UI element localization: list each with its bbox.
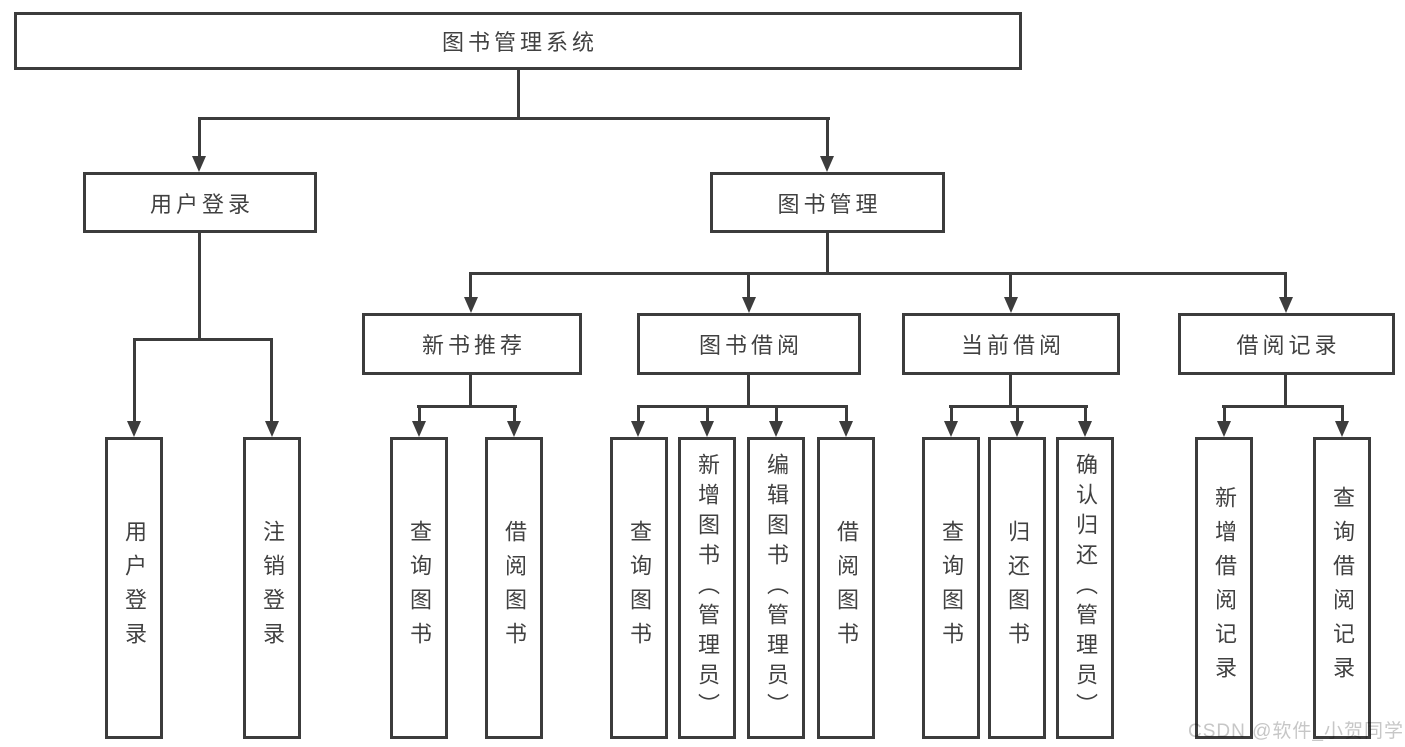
connector-line <box>1016 405 1019 423</box>
connector-line <box>1284 272 1287 300</box>
node-root: 图书管理系统 <box>14 12 1022 70</box>
connector-line <box>1222 405 1344 408</box>
connector-line <box>1084 405 1087 423</box>
csdn-watermark: CSDN @软件_小贺同学 <box>1188 721 1404 742</box>
arrow-down-icon <box>1010 421 1024 437</box>
arrow-down-icon <box>631 421 645 437</box>
leaf-add-borrow-record: 新增借阅记录 <box>1195 437 1253 739</box>
connector-line <box>1009 272 1012 300</box>
node-current-borrow-label: 当前借阅 <box>960 333 1065 358</box>
connector-line <box>747 375 750 408</box>
leaf-add-borrow-record-label: 新增借阅记录 <box>1212 486 1237 690</box>
arrow-down-icon <box>507 421 521 437</box>
arrow-down-icon <box>192 156 206 172</box>
connector-line <box>1223 405 1226 423</box>
connector-line <box>637 405 848 408</box>
connector-line <box>747 272 750 300</box>
leaf-borrow-book: 借阅图书 <box>817 437 875 739</box>
leaf-edit-book-admin: 编辑图书（管理员） <box>747 437 805 739</box>
node-new-book-rec-label: 新书推荐 <box>421 333 526 358</box>
connector-line <box>517 70 520 120</box>
leaf-user-login-label: 用户登录 <box>122 520 147 656</box>
arrow-down-icon <box>742 297 756 313</box>
arrow-down-icon <box>127 421 141 437</box>
leaf-rec-borrow-book: 借阅图书 <box>485 437 543 739</box>
connector-line <box>469 272 472 300</box>
leaf-rec-borrow-book-label: 借阅图书 <box>502 520 527 656</box>
arrow-down-icon <box>265 421 279 437</box>
leaf-borrow-query-book: 查询图书 <box>610 437 668 739</box>
connector-line <box>198 233 201 341</box>
connector-line <box>845 405 848 423</box>
connector-line <box>706 405 709 423</box>
connector-line <box>198 117 201 159</box>
arrow-down-icon <box>1217 421 1231 437</box>
connector-line <box>1009 375 1012 408</box>
connector-line <box>133 338 273 341</box>
arrow-down-icon <box>700 421 714 437</box>
connector-line <box>775 405 778 423</box>
leaf-current-query-book-label: 查询图书 <box>939 520 964 656</box>
node-book-mgmt: 图书管理 <box>710 172 945 233</box>
leaf-query-borrow-record-label: 查询借阅记录 <box>1330 486 1355 690</box>
connector-line <box>826 117 829 159</box>
arrow-down-icon <box>412 421 426 437</box>
leaf-add-book-admin: 新增图书（管理员） <box>678 437 736 739</box>
connector-line <box>417 405 517 408</box>
node-root-label: 图书管理系统 <box>441 30 598 55</box>
connector-line <box>133 338 136 423</box>
connector-line <box>826 233 829 275</box>
arrow-down-icon <box>1004 297 1018 313</box>
connector-line <box>513 405 516 423</box>
arrow-down-icon <box>464 297 478 313</box>
node-new-book-rec: 新书推荐 <box>362 313 582 375</box>
connector-line <box>469 375 472 408</box>
connector-line <box>469 272 1287 275</box>
node-user-login: 用户登录 <box>83 172 317 233</box>
leaf-logout-label: 注销登录 <box>260 520 285 656</box>
leaf-edit-book-admin-label: 编辑图书（管理员） <box>764 453 789 723</box>
arrow-down-icon <box>1279 297 1293 313</box>
leaf-current-query-book: 查询图书 <box>922 437 980 739</box>
leaf-confirm-return-admin: 确认归还（管理员） <box>1056 437 1114 739</box>
connector-line <box>418 405 421 423</box>
leaf-user-login: 用户登录 <box>105 437 163 739</box>
connector-line <box>270 338 273 423</box>
connector-line <box>198 117 830 120</box>
leaf-add-book-admin-label: 新增图书（管理员） <box>695 453 720 723</box>
arrow-down-icon <box>1078 421 1092 437</box>
arrow-down-icon <box>839 421 853 437</box>
node-borrow-record-label: 借阅记录 <box>1236 333 1341 358</box>
connector-line <box>1341 405 1344 423</box>
node-book-borrow: 图书借阅 <box>637 313 861 375</box>
node-book-borrow-label: 图书借阅 <box>698 333 803 358</box>
node-user-login-label: 用户登录 <box>149 191 254 217</box>
leaf-borrow-book-label: 借阅图书 <box>834 520 859 656</box>
leaf-return-book: 归还图书 <box>988 437 1046 739</box>
node-borrow-record: 借阅记录 <box>1178 313 1395 375</box>
connector-line <box>950 405 953 423</box>
leaf-borrow-query-book-label: 查询图书 <box>627 520 652 656</box>
leaf-confirm-return-admin-label: 确认归还（管理员） <box>1073 453 1098 723</box>
arrow-down-icon <box>820 156 834 172</box>
leaf-rec-query-book-label: 查询图书 <box>407 520 432 656</box>
leaf-return-book-label: 归还图书 <box>1005 520 1030 656</box>
node-current-borrow: 当前借阅 <box>902 313 1120 375</box>
node-book-mgmt-label: 图书管理 <box>777 191 882 217</box>
connector-line <box>1284 375 1287 408</box>
arrow-down-icon <box>769 421 783 437</box>
leaf-rec-query-book: 查询图书 <box>390 437 448 739</box>
leaf-query-borrow-record: 查询借阅记录 <box>1313 437 1371 739</box>
leaf-logout: 注销登录 <box>243 437 301 739</box>
arrow-down-icon <box>944 421 958 437</box>
arrow-down-icon <box>1335 421 1349 437</box>
connector-line <box>637 405 640 423</box>
